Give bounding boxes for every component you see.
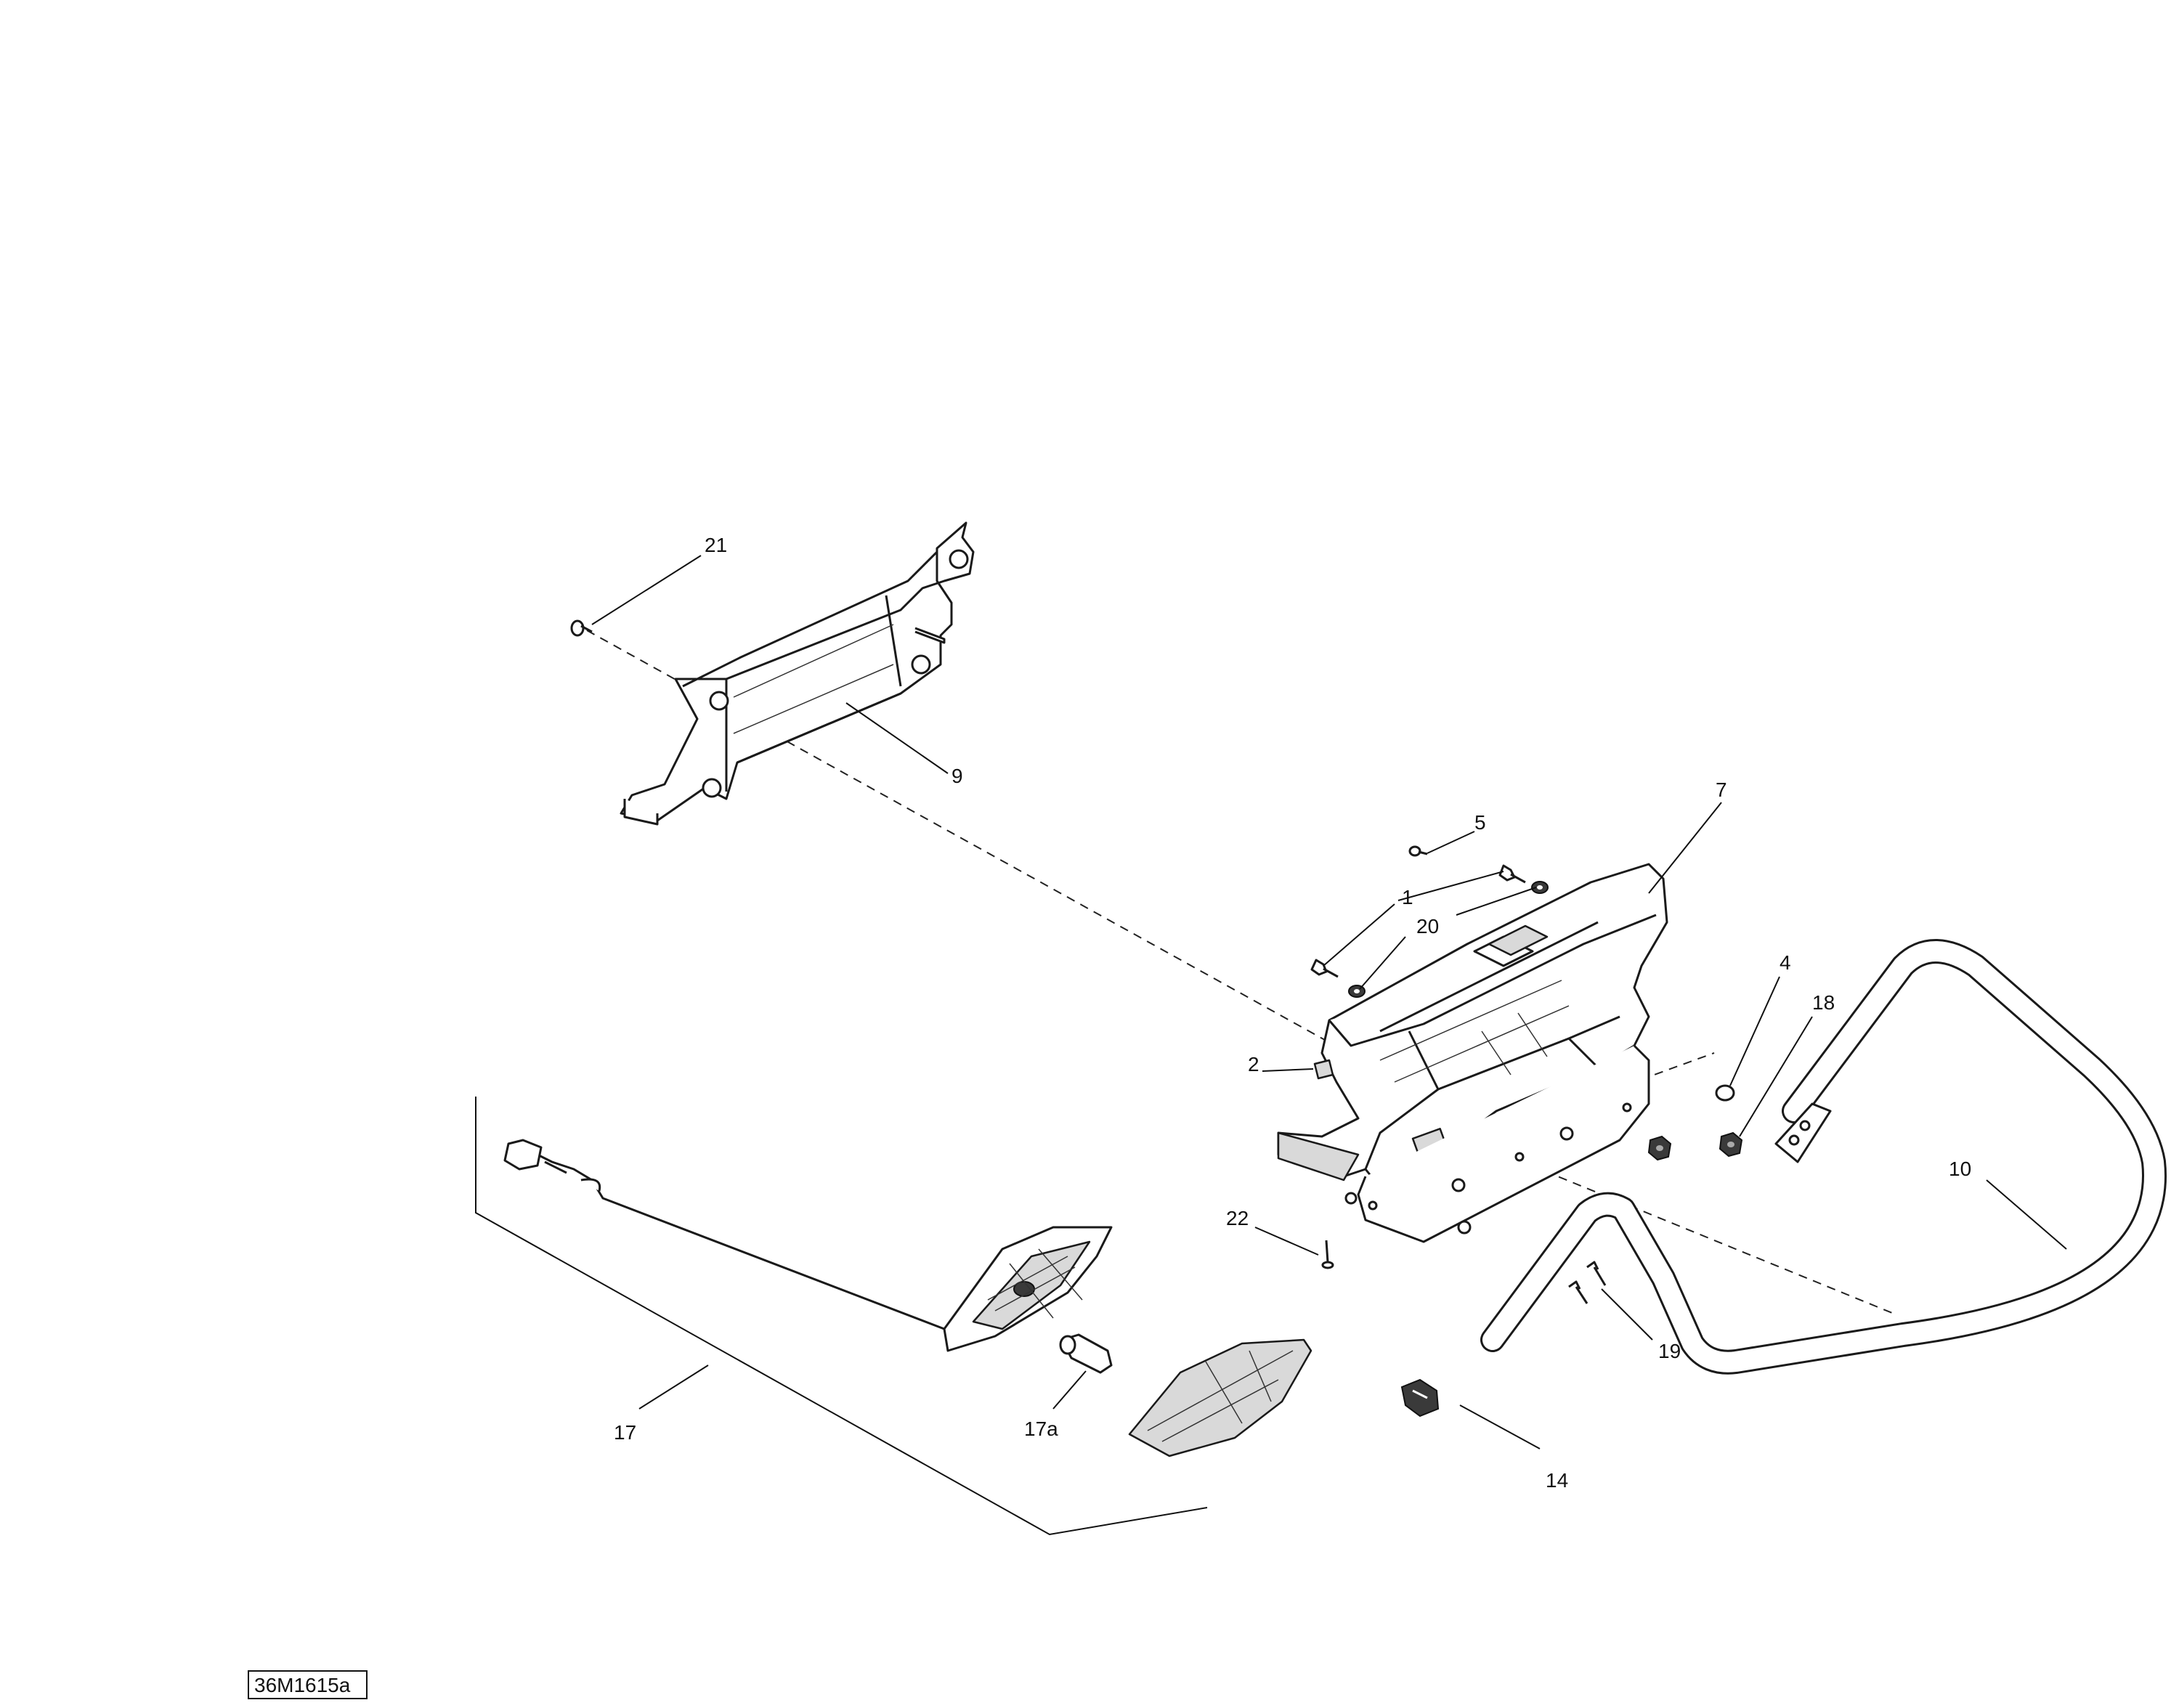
- callout-9: 9: [951, 765, 963, 787]
- part-2-clip: [1313, 1059, 1334, 1080]
- callout-21: 21: [705, 534, 727, 556]
- callout-18: 18: [1812, 991, 1835, 1014]
- callout-22: 22: [1226, 1207, 1249, 1229]
- part-19-screws: [1568, 1261, 1607, 1304]
- callout-4: 4: [1780, 951, 1791, 974]
- part-1-bolt-upper: [1498, 864, 1526, 884]
- callout-labels: 21 9 5 1 20 7 2 4 18 10 22 19 14 17 17a: [614, 534, 1971, 1492]
- callout-5: 5: [1474, 811, 1486, 834]
- callout-17a: 17a: [1024, 1418, 1058, 1440]
- part-17-light-assembly: [503, 1139, 1113, 1352]
- part-7-main-housing: [1277, 863, 1668, 1243]
- part-18-nut-2: [1647, 1135, 1672, 1161]
- part-20-washer-upper: [1531, 881, 1549, 894]
- part-9-upper-bracket: [620, 521, 975, 826]
- callout-2: 2: [1248, 1053, 1259, 1075]
- callout-7: 7: [1716, 778, 1727, 801]
- part-18-nut: [1719, 1131, 1743, 1158]
- part-10-handle-bar: [1480, 939, 2167, 1375]
- light-lens: [1128, 1338, 1312, 1457]
- part-5-rivet: [1408, 845, 1428, 857]
- part-21-screw: [570, 619, 593, 637]
- part-4-spacer: [1715, 1084, 1735, 1102]
- callout-17: 17: [614, 1421, 636, 1444]
- part-1-bolt-lower: [1310, 959, 1339, 978]
- part-17a-bulb: [1059, 1333, 1113, 1374]
- callout-20: 20: [1416, 915, 1439, 938]
- group-17-bracket: [475, 1097, 1208, 1536]
- leader-lines: [591, 555, 2067, 1449]
- reference-code-box: 36M1615a: [248, 1670, 368, 1699]
- callout-10: 10: [1949, 1158, 1971, 1180]
- callout-14: 14: [1546, 1469, 1568, 1492]
- reference-code: 36M1615a: [254, 1674, 351, 1696]
- part-20-washer-lower: [1348, 985, 1366, 998]
- part-22-screw: [1321, 1240, 1334, 1269]
- callout-1: 1: [1402, 886, 1413, 908]
- callout-19: 19: [1658, 1340, 1681, 1362]
- part-14-connector-clip: [1400, 1378, 1440, 1418]
